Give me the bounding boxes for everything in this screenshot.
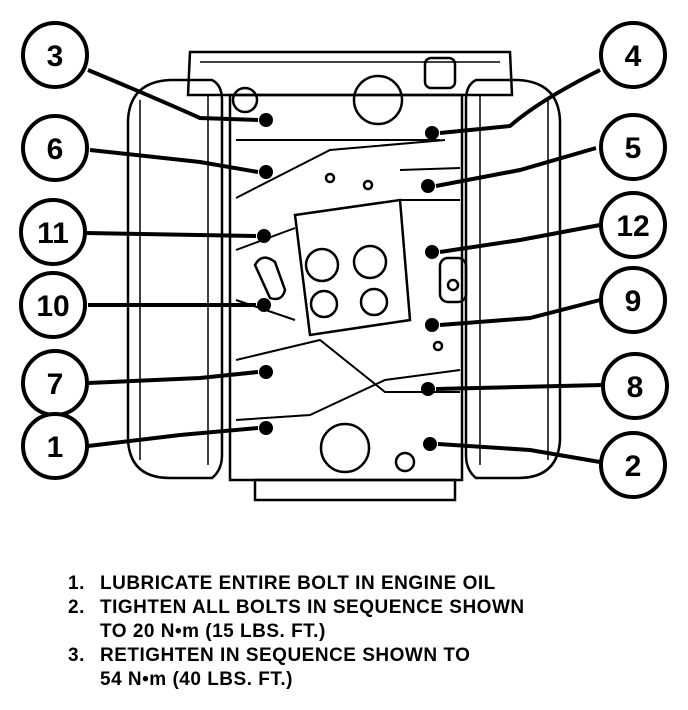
engine-block-drawing xyxy=(126,50,562,502)
torque-instructions: 1. LUBRICATE ENTIRE BOLT IN ENGINE OIL 2… xyxy=(68,572,668,692)
bolt-11 xyxy=(257,229,271,243)
callout-11: 11 xyxy=(19,198,87,266)
instruction-step-2: 2. TIGHTEN ALL BOLTS IN SEQUENCE SHOWN T… xyxy=(68,596,668,644)
leader-lines xyxy=(85,68,603,464)
svg-text:12: 12 xyxy=(616,210,649,243)
step-line: 54 N•m (40 LBS. FT.) xyxy=(100,669,293,690)
bolt-6 xyxy=(259,165,273,179)
callout-6: 6 xyxy=(21,114,89,182)
step-line: RETIGHTEN IN SEQUENCE SHOWN TO xyxy=(100,645,471,666)
bolt-5 xyxy=(421,179,435,193)
bolt-heads xyxy=(257,113,439,451)
bolt-1 xyxy=(259,421,273,435)
step-line: LUBRICATE ENTIRE BOLT IN ENGINE OIL xyxy=(100,573,496,594)
instruction-step-1: 1. LUBRICATE ENTIRE BOLT IN ENGINE OIL xyxy=(68,572,668,596)
svg-text:9: 9 xyxy=(625,285,642,318)
bolt-8 xyxy=(421,382,435,396)
svg-text:6: 6 xyxy=(47,133,64,166)
step-line: TO 20 N•m (15 LBS. FT.) xyxy=(100,621,326,642)
callout-10: 10 xyxy=(19,271,87,339)
callout-8: 8 xyxy=(601,352,669,420)
callout-1: 1 xyxy=(21,412,89,480)
step-number: 3. xyxy=(68,645,85,666)
svg-text:3: 3 xyxy=(47,40,64,73)
callout-3: 3 xyxy=(21,21,89,89)
step-number: 2. xyxy=(68,597,85,618)
bolt-4 xyxy=(425,126,439,140)
svg-text:10: 10 xyxy=(36,290,69,323)
step-line: TIGHTEN ALL BOLTS IN SEQUENCE SHOWN xyxy=(100,597,525,618)
svg-text:5: 5 xyxy=(625,132,642,165)
intake-manifold-diagram: 3 4 6 5 11 12 10 9 xyxy=(19,21,669,502)
callout-7: 7 xyxy=(21,349,89,417)
bolt-9 xyxy=(425,318,439,332)
callout-12: 12 xyxy=(599,191,667,259)
callout-2: 2 xyxy=(599,431,667,499)
instruction-step-3: 3. RETIGHTEN IN SEQUENCE SHOWN TO 54 N•m… xyxy=(68,644,668,692)
callout-9: 9 xyxy=(599,266,667,334)
svg-text:11: 11 xyxy=(37,217,69,250)
svg-text:2: 2 xyxy=(625,450,642,483)
bolt-10 xyxy=(257,298,271,312)
bolt-2 xyxy=(423,437,437,451)
svg-text:4: 4 xyxy=(625,40,642,73)
step-number: 1. xyxy=(68,573,85,594)
svg-text:7: 7 xyxy=(47,368,64,401)
bolt-3 xyxy=(259,113,273,127)
svg-text:1: 1 xyxy=(47,431,64,464)
bolt-12 xyxy=(425,245,439,259)
callouts: 3 4 6 5 11 12 10 9 xyxy=(19,21,669,499)
callout-5: 5 xyxy=(599,113,667,181)
callout-4: 4 xyxy=(599,21,667,89)
svg-text:8: 8 xyxy=(627,371,644,404)
bolt-7 xyxy=(259,365,273,379)
